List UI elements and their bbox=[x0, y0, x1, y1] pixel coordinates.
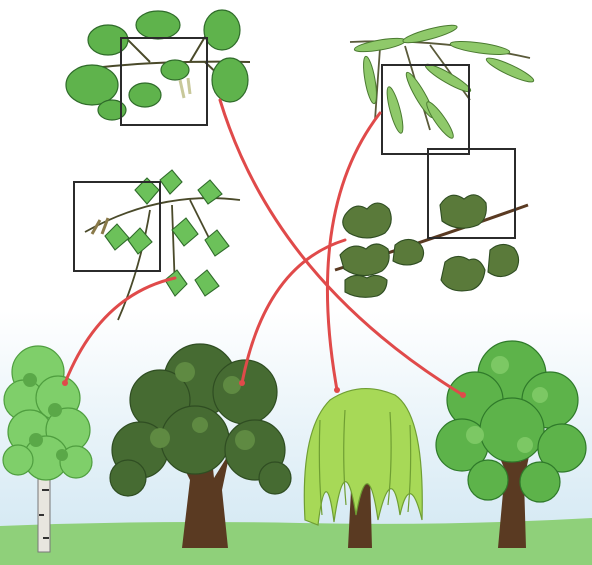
leaf-tree-matching-diagram bbox=[0, 0, 592, 565]
scene bbox=[0, 0, 592, 565]
